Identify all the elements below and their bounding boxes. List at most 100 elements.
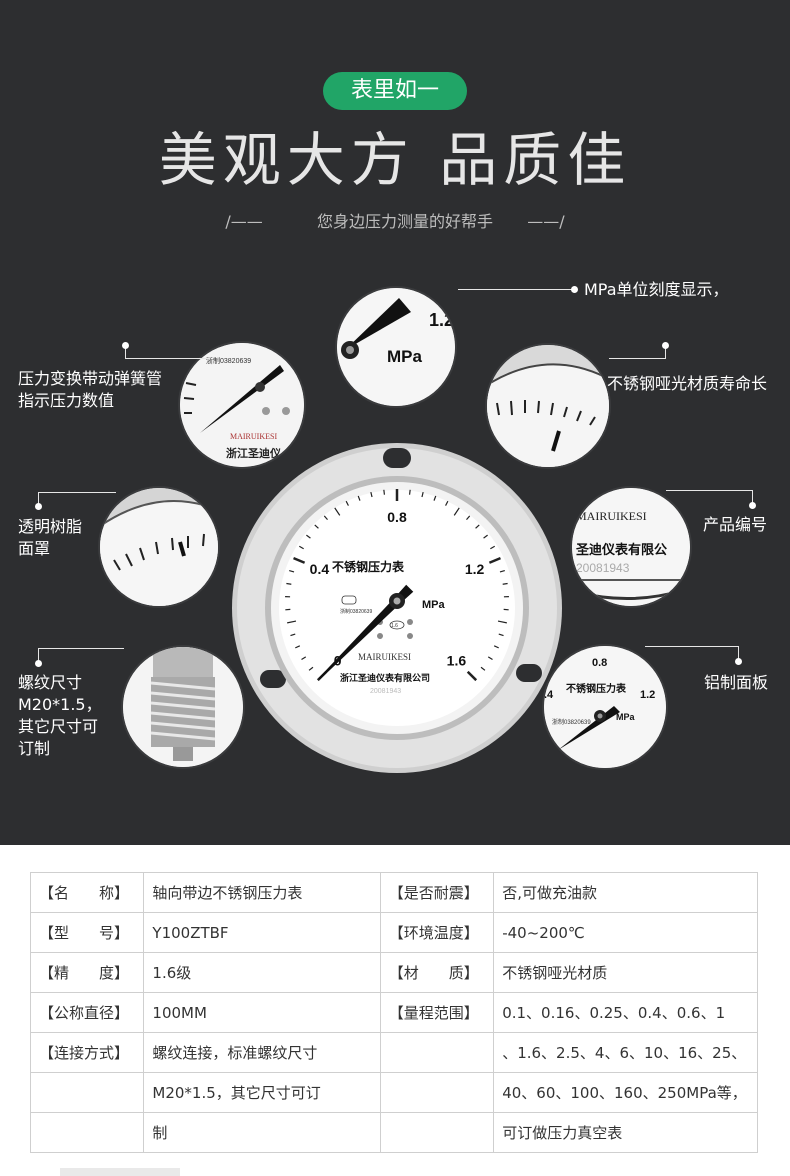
callout-line-serial — [666, 490, 752, 491]
footer-strip — [60, 1168, 180, 1176]
needle-icon — [345, 298, 411, 350]
gauge-cert: 浙制03820639 — [340, 608, 372, 615]
gauge-needle — [318, 584, 414, 680]
callout-resin-line1: 透明树脂 — [18, 517, 83, 536]
callout-scale-unit: MPa单位刻度显示， — [584, 280, 729, 299]
dial-tick — [408, 489, 411, 495]
spec-key — [379, 1032, 495, 1073]
dial-tick — [421, 491, 424, 498]
callout-line-face — [645, 646, 738, 647]
spec-value: 轴向带边不锈钢压力表 — [143, 872, 381, 913]
spec-key: 【精 度】 — [29, 952, 145, 993]
dial-tick — [493, 645, 499, 649]
spec-value: 100MM — [143, 992, 381, 1033]
screw-icon — [407, 633, 413, 639]
callout-line-steel — [609, 358, 665, 359]
dial-tick — [295, 645, 301, 649]
zoom-bourdon-graphic: 浙制03820639 MAIRUIKESI 浙江圣迪仪 — [180, 343, 304, 467]
zoom-serial-number: 20081943 — [576, 561, 630, 575]
dial-tick — [306, 534, 311, 539]
callout-thread-line3: 其它尺寸可 — [18, 717, 99, 736]
dial-tick — [490, 545, 496, 550]
callout-line-steel-v — [665, 345, 666, 359]
spec-key: 【环境温度】 — [379, 912, 495, 953]
dial-ticks — [285, 489, 509, 682]
dial-tick — [483, 534, 488, 539]
spec-value: 制 — [143, 1112, 381, 1153]
zoom-face-08: 0.8 — [592, 657, 607, 669]
spec-value: -40~200℃ — [493, 912, 758, 953]
dial-tick — [289, 570, 295, 573]
spec-key: 【型 号】 — [29, 912, 145, 953]
callout-serial: 产品编号 — [703, 515, 768, 534]
zoom-bourdon-detail: 浙制03820639 MAIRUIKESI 浙江圣迪仪 — [180, 343, 304, 467]
callout-dot-resin — [35, 503, 42, 510]
spec-value: 0.1、0.16、0.25、0.4、0.6、1 — [493, 992, 758, 1033]
zoom-serial-brand: MAIRUIKESI — [576, 509, 647, 523]
spec-value: 否,可做充油款 — [493, 872, 758, 913]
dial-tick — [286, 582, 292, 585]
dial-tick — [497, 620, 507, 624]
zoom-steel-graphic — [487, 345, 609, 467]
flange-hole-left — [260, 670, 286, 688]
callout-dot-unit — [571, 286, 578, 293]
zoom-serial-detail: MAIRUIKESI 圣迪仪表有限公 20081943 — [572, 488, 690, 606]
spec-table: 【名 称】轴向带边不锈钢压力表【是否耐震】否,可做充油款【型 号】Y100ZTB… — [29, 872, 758, 1153]
callout-dot-thread — [35, 660, 42, 667]
dial-tick — [488, 556, 501, 564]
zoom-unit-label: MPa — [387, 347, 423, 366]
callout-resin-line2: 面罩 — [18, 539, 51, 558]
dial-tick — [323, 515, 328, 521]
mc-mark-icon — [341, 595, 357, 605]
spec-row: 【公称直径】100MM【量程范围】0.1、0.16、0.25、0.4、0.6、1 — [29, 992, 758, 1033]
callout-dot-serial — [749, 502, 756, 509]
gauge-company: 浙江圣迪仪表有限公司 — [340, 672, 430, 684]
dial-tick — [290, 633, 296, 637]
flange-hole-right — [516, 664, 542, 682]
dial-tick — [466, 670, 478, 682]
spec-value: 可订做压力真空表 — [493, 1112, 758, 1153]
spec-value: Y100ZTBF — [143, 912, 381, 953]
spec-key — [379, 1112, 495, 1153]
gauge-class: 1.6 — [391, 623, 398, 629]
dial-tick — [357, 495, 361, 501]
gauge-title: 不锈钢压力表 — [332, 559, 405, 574]
dial-tick — [293, 556, 306, 564]
zoom-resin-detail — [100, 488, 218, 606]
spec-key — [379, 1072, 495, 1113]
gauge-serial: 20081943 — [370, 688, 401, 695]
spec-key: 【是否耐震】 — [379, 872, 495, 913]
spec-row: 【精 度】1.6级【材 质】不锈钢哑光材质 — [29, 952, 758, 993]
callout-line-resin — [38, 492, 39, 506]
screw-icon — [377, 633, 383, 639]
dial-tick — [345, 500, 349, 506]
callout-resin: 透明树脂 面罩 — [18, 516, 82, 560]
dial-tick — [308, 666, 314, 671]
zoom-bourdon-brand: MAIRUIKESI — [230, 432, 277, 441]
spec-key: 【连接方式】 — [29, 1032, 145, 1073]
zoom-face-detail: 0.8 .4 1.2 不锈钢压力表 浙制03820639 MPa — [544, 646, 666, 768]
zoom-bourdon-cert: 浙制03820639 — [206, 356, 251, 365]
zoom-face-12: 1.2 — [640, 689, 655, 701]
spec-value: 螺纹连接，标准螺纹尺寸 — [143, 1032, 381, 1073]
zoom-face-04: .4 — [544, 689, 554, 701]
zoom-face-cert: 浙制03820639 — [552, 718, 591, 726]
dial-tick — [383, 489, 386, 495]
subline-text: 您身边压力测量的好帮手 — [316, 212, 493, 231]
spec-row: 【名 称】轴向带边不锈钢压力表【是否耐震】否,可做充油款 — [29, 872, 758, 913]
zoom-face-graphic: 0.8 .4 1.2 不锈钢压力表 浙制03820639 MPa — [544, 646, 666, 768]
dial-tick — [502, 582, 508, 585]
callout-line-thread-h — [38, 648, 124, 649]
zoom-unit-tick: 1.2 — [429, 310, 454, 330]
dial-scale-label: 0.8 — [387, 509, 407, 525]
spec-row: 【型 号】Y100ZTBF【环境温度】-40~200℃ — [29, 912, 758, 953]
dial-tick — [433, 495, 437, 501]
pressure-gauge: 00.40.81.21.6 不锈钢压力表 MPa 浙制03820639 1.6 … — [232, 443, 562, 773]
spec-key: 【材 质】 — [379, 952, 495, 993]
callout-line-serial-v — [752, 490, 753, 504]
screw-icon — [407, 619, 413, 625]
dial-tick — [480, 666, 486, 671]
dial-tick — [498, 633, 504, 637]
